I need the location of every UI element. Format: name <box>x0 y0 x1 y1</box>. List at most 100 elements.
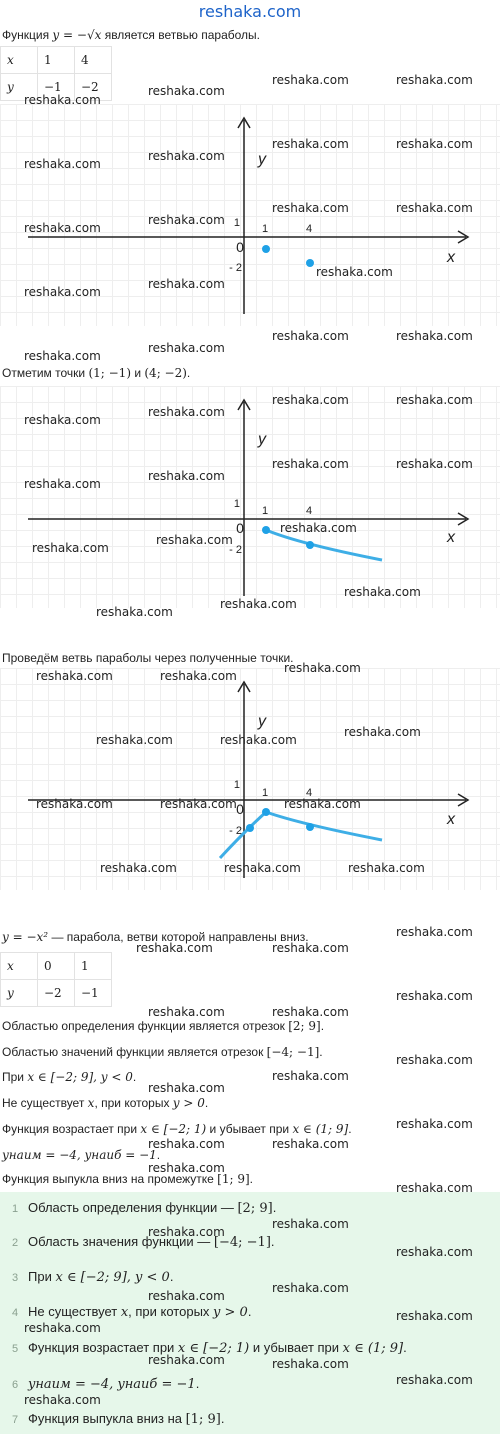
graph-3: y x 0 1 4 1 - 2 <box>0 668 500 890</box>
part2-intro: y = −x² — парабола, ветви которой направ… <box>2 930 309 944</box>
watermark: reshaka.com <box>36 797 113 811</box>
watermark: reshaka.com <box>148 405 225 419</box>
watermark: reshaka.com <box>96 605 173 619</box>
table-cell: −1 <box>37 73 75 101</box>
watermark: reshaka.com <box>148 149 225 163</box>
watermark: reshaka.com <box>148 1161 225 1175</box>
watermark: reshaka.com <box>160 669 237 683</box>
table-cell: −2 <box>37 979 75 1007</box>
watermark: reshaka.com <box>272 1137 349 1151</box>
watermark: reshaka.com <box>24 157 101 171</box>
watermark: reshaka.com <box>396 989 473 1003</box>
watermark: reshaka.com <box>280 521 357 535</box>
watermark: reshaka.com <box>148 277 225 291</box>
watermark: reshaka.com <box>148 1353 225 1367</box>
watermark: reshaka.com <box>148 1081 225 1095</box>
table-cell: 1 <box>74 952 112 980</box>
watermark: reshaka.com <box>272 73 349 87</box>
watermark: reshaka.com <box>272 137 349 151</box>
x-axis-label: x <box>446 811 456 828</box>
watermark: reshaka.com <box>396 393 473 407</box>
x-axis-label: x <box>446 529 456 546</box>
tick-ym2-label: - 2 <box>229 262 242 274</box>
watermark: reshaka.com <box>148 1225 225 1239</box>
watermark: reshaka.com <box>24 349 101 363</box>
origin-label: 0 <box>236 239 244 255</box>
watermark: reshaka.com <box>24 413 101 427</box>
x-axis-label: x <box>446 249 456 266</box>
watermark: reshaka.com <box>272 1281 349 1295</box>
table-cell: −1 <box>74 979 112 1007</box>
watermark: reshaka.com <box>396 329 473 343</box>
watermark: reshaka.com <box>344 725 421 739</box>
watermark: reshaka.com <box>148 1137 225 1151</box>
graph-2-svg: y x 0 1 4 1 - 2 <box>28 398 470 596</box>
table-cell: 0 <box>37 952 75 980</box>
tick-x1-label: 1 <box>262 787 268 799</box>
point-1-m1 <box>262 526 270 534</box>
step1-text: Отметим точки (1; −1) и (4; −2). <box>2 366 191 380</box>
watermark: reshaka.com <box>220 597 297 611</box>
table-cell: x <box>0 952 38 980</box>
watermark: reshaka.com <box>272 329 349 343</box>
watermark: reshaka.com <box>36 669 113 683</box>
table-cell: y <box>0 73 38 101</box>
tick-y1-label: 1 <box>234 217 240 229</box>
watermark: reshaka.com <box>96 733 173 747</box>
watermark: reshaka.com <box>272 393 349 407</box>
watermark: reshaka.com <box>24 285 101 299</box>
watermark: reshaka.com <box>396 1053 473 1067</box>
fact-domain: Областью определения функции является от… <box>2 1019 325 1033</box>
watermark: reshaka.com <box>272 1069 349 1083</box>
watermark: reshaka.com <box>396 1181 473 1195</box>
graph-1-svg: y x 0 1 4 1 - 2 <box>28 116 470 314</box>
table-cell: −2 <box>74 73 112 101</box>
site-title[interactable]: reshaka.com <box>198 2 302 21</box>
watermark: reshaka.com <box>396 1245 473 1259</box>
graph-3-svg: y x 0 1 4 1 - 2 <box>28 680 470 878</box>
watermark: reshaka.com <box>396 925 473 939</box>
watermark: reshaka.com <box>272 201 349 215</box>
watermark: reshaka.com <box>272 1005 349 1019</box>
watermark: reshaka.com <box>220 733 297 747</box>
watermark: reshaka.com <box>148 84 225 98</box>
watermark: reshaka.com <box>24 221 101 235</box>
watermark: reshaka.com <box>396 1117 473 1131</box>
intro-text: Функция y = −√x является ветвью параболы… <box>2 28 260 42</box>
tick-x1-label: 1 <box>262 223 268 235</box>
watermark: reshaka.com <box>24 1393 101 1407</box>
watermark: reshaka.com <box>396 457 473 471</box>
fact-extrema: yнаим = −4, yнаиб = −1. <box>2 1148 161 1162</box>
fact-positive: Не существует x, при которых y > 0. <box>2 1096 209 1110</box>
watermark: reshaka.com <box>148 213 225 227</box>
tick-x1-label: 1 <box>262 505 268 517</box>
watermark: reshaka.com <box>316 265 393 279</box>
point-0-m2 <box>246 824 254 832</box>
watermark: reshaka.com <box>284 797 361 811</box>
watermark: reshaka.com <box>148 1289 225 1303</box>
origin-label: 0 <box>236 520 244 536</box>
point-1-m1 <box>262 808 270 816</box>
table-cell: 4 <box>74 46 112 74</box>
watermark: reshaka.com <box>100 861 177 875</box>
table-cell: 1 <box>37 46 75 74</box>
answers-box <box>0 1192 500 1434</box>
watermark: reshaka.com <box>224 861 301 875</box>
fact-range: Областью значений функции является отрез… <box>2 1045 323 1059</box>
point-4-m2 <box>306 541 314 549</box>
watermark: reshaka.com <box>396 201 473 215</box>
y-axis-label: y <box>257 431 267 448</box>
tick-y1-label: 1 <box>234 498 240 510</box>
origin-label: 0 <box>236 801 244 817</box>
step2-text: Проведём ветвь параболы через полученные… <box>2 651 294 665</box>
tick-ym2-label: - 2 <box>229 544 242 556</box>
tick-x4-label: 4 <box>306 505 312 517</box>
tick-ym2-label: - 2 <box>229 825 242 837</box>
fact-convexity: Функция выпукла вниз на промежутке [1; 9… <box>2 1172 254 1186</box>
